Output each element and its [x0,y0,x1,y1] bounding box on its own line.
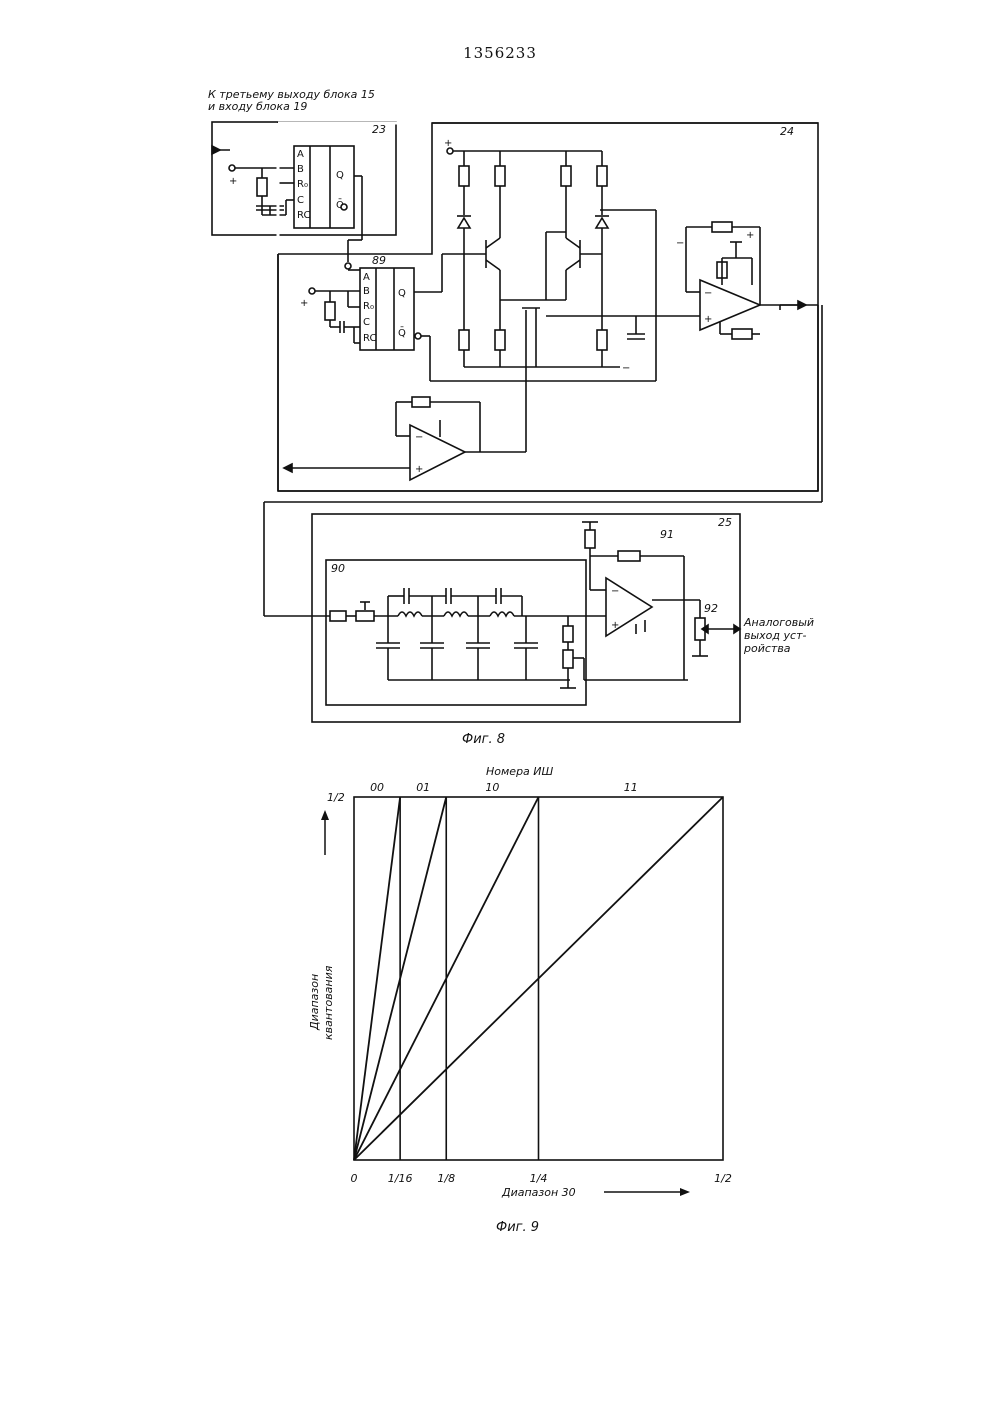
output-label-line3: ройства [743,642,791,655]
x-tick-label-0: 0 [351,1172,358,1185]
section-label-1: 01 [416,781,430,794]
svg-text:RC: RC [297,210,310,221]
svg-text:+: + [444,138,452,149]
element-92-label: 92 [704,602,718,615]
y-arrowhead [321,810,329,820]
svg-text:−: − [611,586,619,597]
y-max-label: 1/2 [327,791,345,804]
series-line-00 [354,797,400,1160]
x-label: Диапазон 30 [501,1186,576,1199]
svg-text:RC: RC [363,333,376,344]
svg-text:+: + [611,620,619,631]
svg-text:A: A [297,149,304,160]
svg-text:A: A [363,272,370,283]
svg-text:Q: Q [336,170,344,181]
section-label-0: 00 [370,781,384,794]
svg-text:−: − [704,288,712,299]
block-25-label: 25 [718,516,732,529]
filter-90-frame [326,560,586,705]
svg-text:B: B [363,286,370,297]
svg-text:+: + [415,464,423,475]
svg-text:+: + [746,230,754,241]
fig9-caption: Фиг. 9 [496,1220,539,1235]
svg-text:−: − [415,432,423,443]
svg-text:R₀: R₀ [363,301,374,312]
svg-text:−: − [622,363,630,374]
svg-text:C: C [363,317,370,328]
svg-text:+: + [704,314,712,325]
element-91-label: 91 [660,528,674,541]
element-90-label: 90 [331,562,345,575]
output-label-line2: выход уст- [744,629,806,642]
circuit-diagram: К третьему выходу блока 15 и входу блока… [0,0,1000,760]
x-tick-label-1: 1/16 [388,1172,413,1185]
x-tick-label-2: 1/8 [437,1172,455,1185]
x-arrowhead [680,1188,690,1196]
svg-text:+: + [229,176,237,187]
svg-text:Q: Q [398,288,406,299]
y-label-line1: Диапазон [308,974,321,1031]
section-label-3: 11 [624,781,638,794]
section-label-2: 10 [485,781,499,794]
svg-text:C: C [297,195,304,206]
chart-top-title: Номера ИШ [486,765,554,778]
y-label-line2: квантования [322,965,335,1040]
svg-text:Q̄: Q̄ [398,326,406,339]
quantization-chart: Номера ИШ 00 01 10 11 1/2 0 1/16 1/8 1/4 1/2 Ди… [0,755,1000,1255]
top-note-line2: и входу блока 19 [208,100,307,113]
svg-text:+: + [300,298,308,309]
fig8-caption: Фиг. 8 [462,732,505,747]
svg-text:−: − [676,238,684,249]
x-tick-label-3: 1/4 [530,1172,548,1185]
element-89-label: 89 [372,254,386,267]
svg-text:B: B [297,164,304,175]
block-24-label: 24 [780,125,794,138]
block-23-label: 23 [372,123,386,136]
output-label-line1: Аналоговый [743,616,814,629]
x-tick-label-4: 1/2 [714,1172,732,1185]
svg-text:R₀: R₀ [297,179,308,190]
